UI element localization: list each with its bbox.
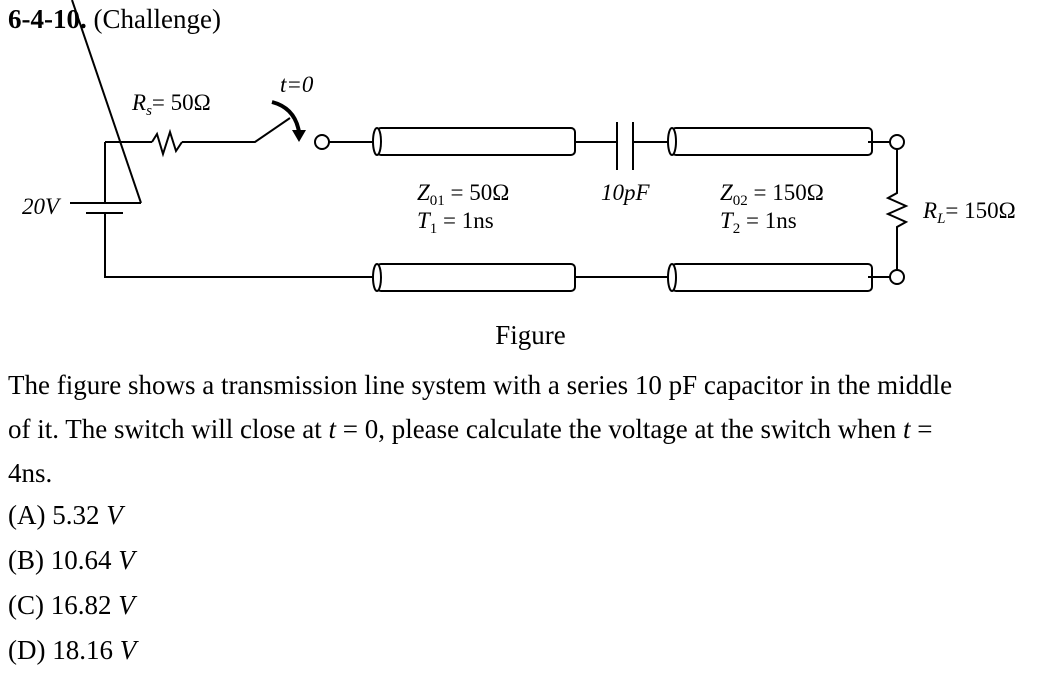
switch-terminal [314,134,330,150]
resistor-rl [885,149,909,270]
option-b[interactable]: (B) 10.64 V [8,545,135,575]
question-line-3: 4ns. [8,458,53,488]
question-line-2: of it. The switch will close at t = 0, p… [8,414,933,444]
capacitor [575,122,672,170]
circuit-figure: 20V Rs= 50Ω t=0 Z01 = 50Ω T1 = 1ns 10pF … [22,0,1016,292]
line2-delay: T2 = 1ns [720,208,797,237]
switch-label: t=0 [280,72,314,97]
source-voltage-label: 20V [22,194,62,219]
capacitor-label: 10pF [601,180,651,205]
wire-left-top [105,117,291,143]
switch-arrow-arc [271,100,301,133]
tline1-top [376,127,576,156]
question-text: The figure shows a transmission line sys… [8,363,1058,495]
load-terminal-top [889,134,905,150]
wire-left-vertical [104,142,377,278]
battery-long-plate [71,0,142,204]
tline2-bottom [671,263,873,292]
rs-label: Rs= 50Ω [131,90,211,119]
rl-label: RL= 150Ω [922,198,1016,227]
option-d[interactable]: (D) 18.16 V [8,635,137,665]
resistor-rs [151,128,183,158]
option-a[interactable]: (A) 5.32 V [8,500,123,530]
problem-tag: (Challenge) [93,4,221,34]
line1-delay: T1 = 1ns [417,208,494,237]
figure-caption: Figure [495,320,566,350]
tline1-bottom [376,263,576,292]
load-terminal-bottom [889,269,905,285]
line1-impedance: Z01 = 50Ω [417,180,509,209]
tline2-top [671,127,873,156]
battery-plates [70,202,141,214]
problem-number: 6-4-10. [8,4,87,34]
question-line-1: The figure shows a transmission line sys… [8,370,953,400]
line2-impedance: Z02 = 150Ω [720,180,824,209]
problem-header: 6-4-10. (Challenge) [8,4,221,35]
option-c[interactable]: (C) 16.82 V [8,590,135,620]
switch-arrow-head [292,130,306,142]
